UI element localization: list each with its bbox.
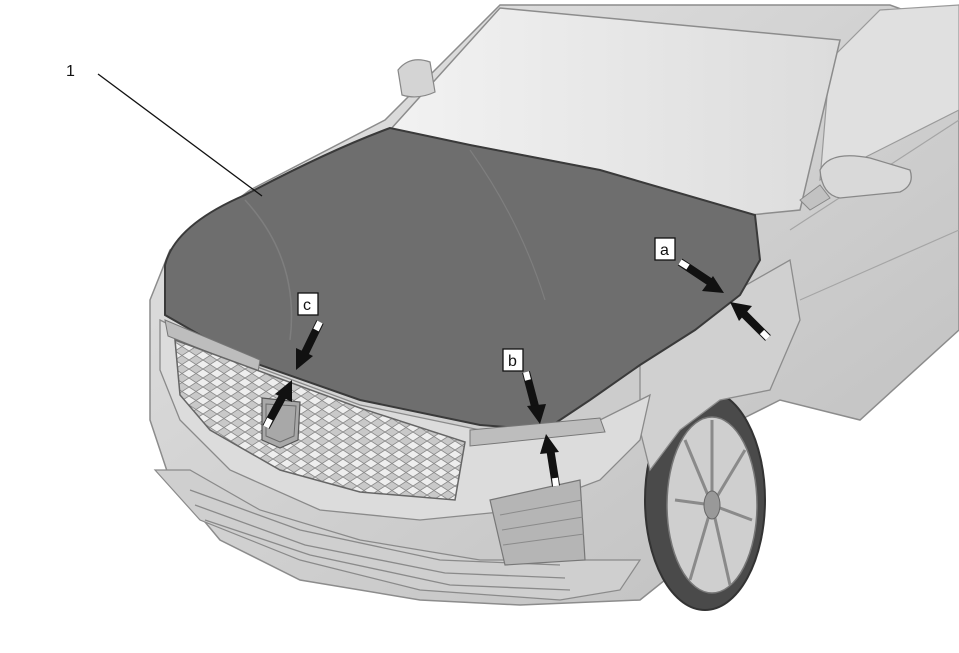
side-window bbox=[819, 4, 959, 182]
callout-1-leader bbox=[97, 73, 263, 197]
arrow-c-upper bbox=[296, 320, 324, 370]
callout-a: a bbox=[654, 237, 771, 341]
callout-b-box bbox=[502, 348, 524, 372]
callout-a-box bbox=[654, 237, 676, 261]
front-wheel bbox=[644, 389, 766, 611]
callout-c: c bbox=[262, 292, 324, 429]
callout-1-label: 1 bbox=[66, 63, 75, 80]
callout-a-label: a bbox=[660, 242, 669, 259]
hood-panel bbox=[164, 126, 762, 432]
arrow-a-lower bbox=[730, 302, 771, 341]
lower-bumper bbox=[153, 469, 642, 601]
callout-c-label: c bbox=[303, 297, 311, 314]
front-grille bbox=[174, 338, 466, 501]
left-mirror bbox=[397, 59, 436, 98]
right-headlight bbox=[469, 417, 606, 447]
front-fender bbox=[639, 258, 801, 472]
right-mirror bbox=[799, 155, 912, 211]
arrow-b-lower bbox=[540, 434, 560, 487]
callout-c-box bbox=[297, 292, 319, 316]
arrow-c-lower bbox=[262, 380, 292, 429]
arrow-b-upper bbox=[522, 370, 546, 424]
arrow-a-upper bbox=[677, 258, 724, 293]
callout-b: b bbox=[502, 348, 560, 487]
callout-b-label: b bbox=[508, 353, 517, 370]
